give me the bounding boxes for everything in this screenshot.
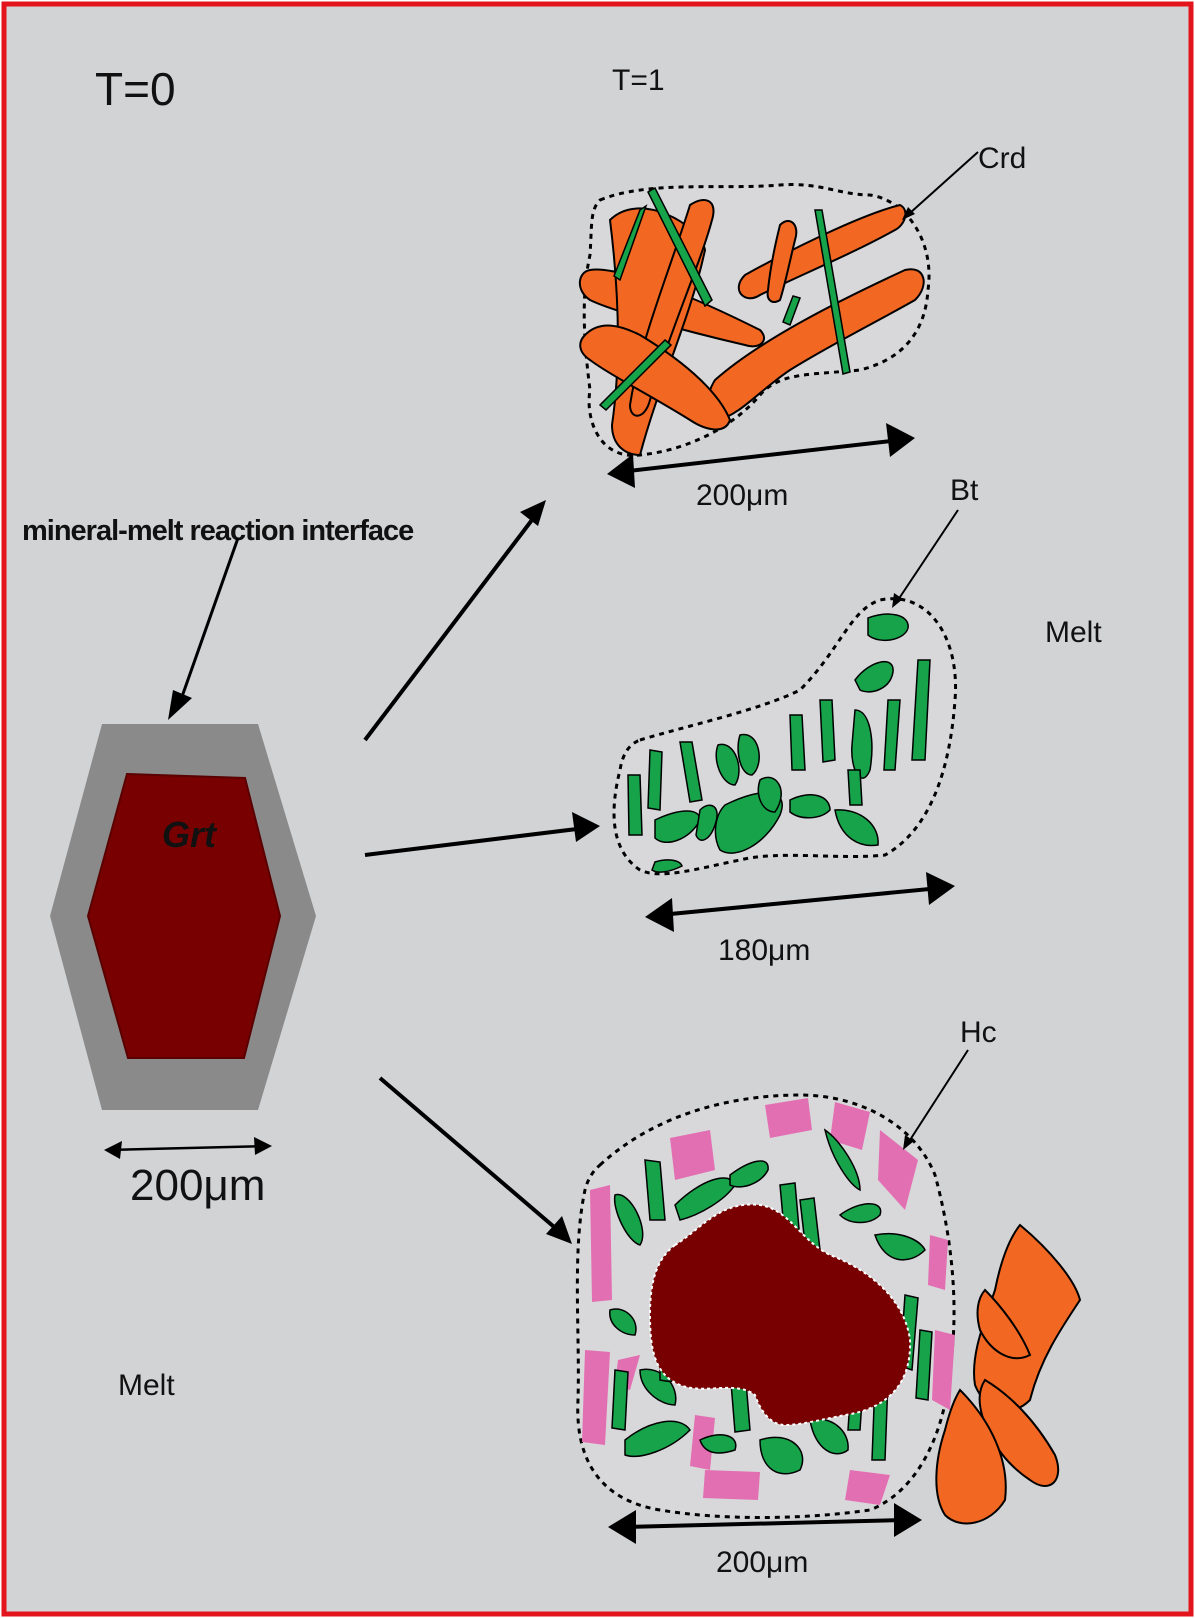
melt-label-left: Melt: [118, 1369, 175, 1402]
t0-label: T=0: [95, 63, 176, 115]
bt-flake: [790, 715, 805, 770]
interface-label: mineral-melt reaction interface: [22, 515, 414, 547]
crd-scale-label: 200μm: [696, 479, 788, 512]
hc-grain: [928, 1235, 948, 1290]
bt-flake: [790, 795, 830, 818]
bt-scale-label: 180μm: [718, 934, 810, 967]
hc-scale-label: 200μm: [716, 1546, 808, 1579]
hercynite-corona: [577, 1095, 955, 1518]
hc-grain: [590, 1185, 612, 1302]
bt-label: Bt: [950, 474, 979, 507]
t1-label: T=1: [612, 64, 665, 97]
crd-label: Crd: [978, 142, 1026, 175]
hc-grain: [703, 1470, 760, 1500]
bt-flake: [820, 700, 835, 762]
bt-flake: [868, 614, 908, 640]
bt-flake: [848, 770, 862, 805]
initial-scale-label: 200μm: [130, 1161, 265, 1210]
bt-flake: [628, 775, 642, 835]
bt-flake: [648, 750, 662, 810]
hc-label: Hc: [960, 1016, 997, 1049]
melt-label-right: Melt: [1045, 616, 1102, 649]
garnet-label: Grt: [162, 814, 218, 855]
bt-flake: [612, 1370, 628, 1430]
